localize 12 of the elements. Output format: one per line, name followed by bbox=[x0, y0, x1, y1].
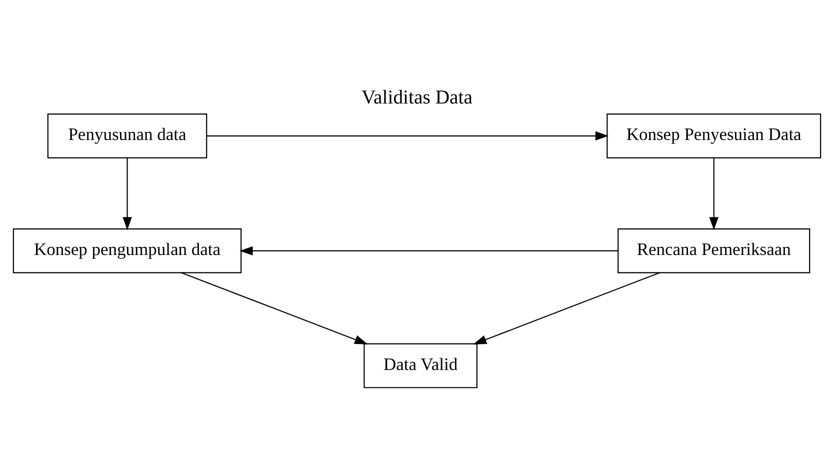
arrow bbox=[709, 158, 718, 230]
arrow bbox=[473, 272, 660, 344]
diagram-title: Validitas Data bbox=[362, 86, 472, 108]
node-box: Rencana Pemeriksaan bbox=[618, 228, 810, 273]
node-box: Penyusunan data bbox=[47, 112, 208, 158]
node-box: Konsep pengumpulan data bbox=[12, 228, 242, 273]
node-box: Data Valid bbox=[364, 342, 478, 388]
arrow bbox=[206, 130, 609, 140]
arrow bbox=[181, 272, 368, 344]
node-box: Konsep Penyesuian Data bbox=[606, 112, 822, 158]
arrow bbox=[122, 158, 132, 230]
arrow bbox=[240, 246, 618, 255]
